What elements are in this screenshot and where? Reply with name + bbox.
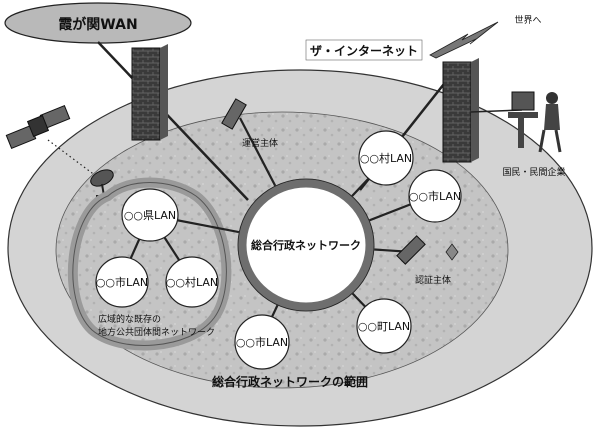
lightning-icon	[429, 21, 499, 59]
firewall-right	[442, 61, 472, 163]
operator-label: 運営主体	[242, 137, 278, 149]
lan-label-city-bottom: ○○市LAN	[236, 335, 288, 349]
lan-label-city-right: ○○市LAN	[409, 189, 461, 203]
core-ring	[237, 178, 375, 312]
lan-node-city-left: ○○市LAN	[95, 256, 149, 308]
lan-label-village-left: ○○村LAN	[166, 275, 218, 289]
world-label: 世界へ	[514, 14, 541, 26]
kasumigaseki-wan-label: 霞が関WAN	[58, 16, 137, 33]
lan-label-pref: ○○県LAN	[124, 209, 176, 222]
core-network-label: 総合行政ネットワーク	[251, 238, 361, 252]
lan-label-village-top: ○○村LAN	[360, 151, 412, 165]
lan-label-town: ○○町LAN	[358, 320, 410, 333]
lan-label-city-left: ○○市LAN	[96, 275, 148, 289]
internet-label: ザ・インターネット	[310, 44, 418, 58]
regional-network-label: 広域的な既存の 地方公共団体間ネットワーク	[98, 313, 215, 338]
citizens-label: 国民・民間企業	[502, 166, 565, 178]
internet-label-box	[305, 39, 423, 61]
lan-node-city-bottom: ○○市LAN	[234, 314, 290, 370]
core-ring-edge	[237, 178, 375, 312]
key-icon	[445, 243, 459, 261]
computer-user-icon	[470, 91, 562, 153]
lan-node-village-top: ○○村LAN	[358, 130, 414, 186]
lan-node-town: ○○町LAN	[356, 298, 412, 354]
regional-network-loop-edge	[72, 182, 227, 346]
firewall-left-side	[160, 44, 168, 140]
firewall-right-side	[471, 58, 479, 162]
certifier-server-icon	[396, 235, 426, 265]
firewall-left	[131, 47, 161, 141]
wan-link	[97, 41, 249, 201]
lan-node-pref: ○○県LAN	[121, 188, 179, 242]
lan-node-city-right: ○○市LAN	[408, 169, 462, 223]
satellite-icon	[5, 104, 71, 150]
scope-label: 総合行政ネットワークの範囲	[212, 374, 368, 389]
certifier-label: 認証主体	[415, 274, 451, 286]
operator-server-icon	[221, 98, 247, 130]
satellite-link	[47, 139, 97, 177]
lan-node-village-left: ○○村LAN	[165, 256, 219, 308]
